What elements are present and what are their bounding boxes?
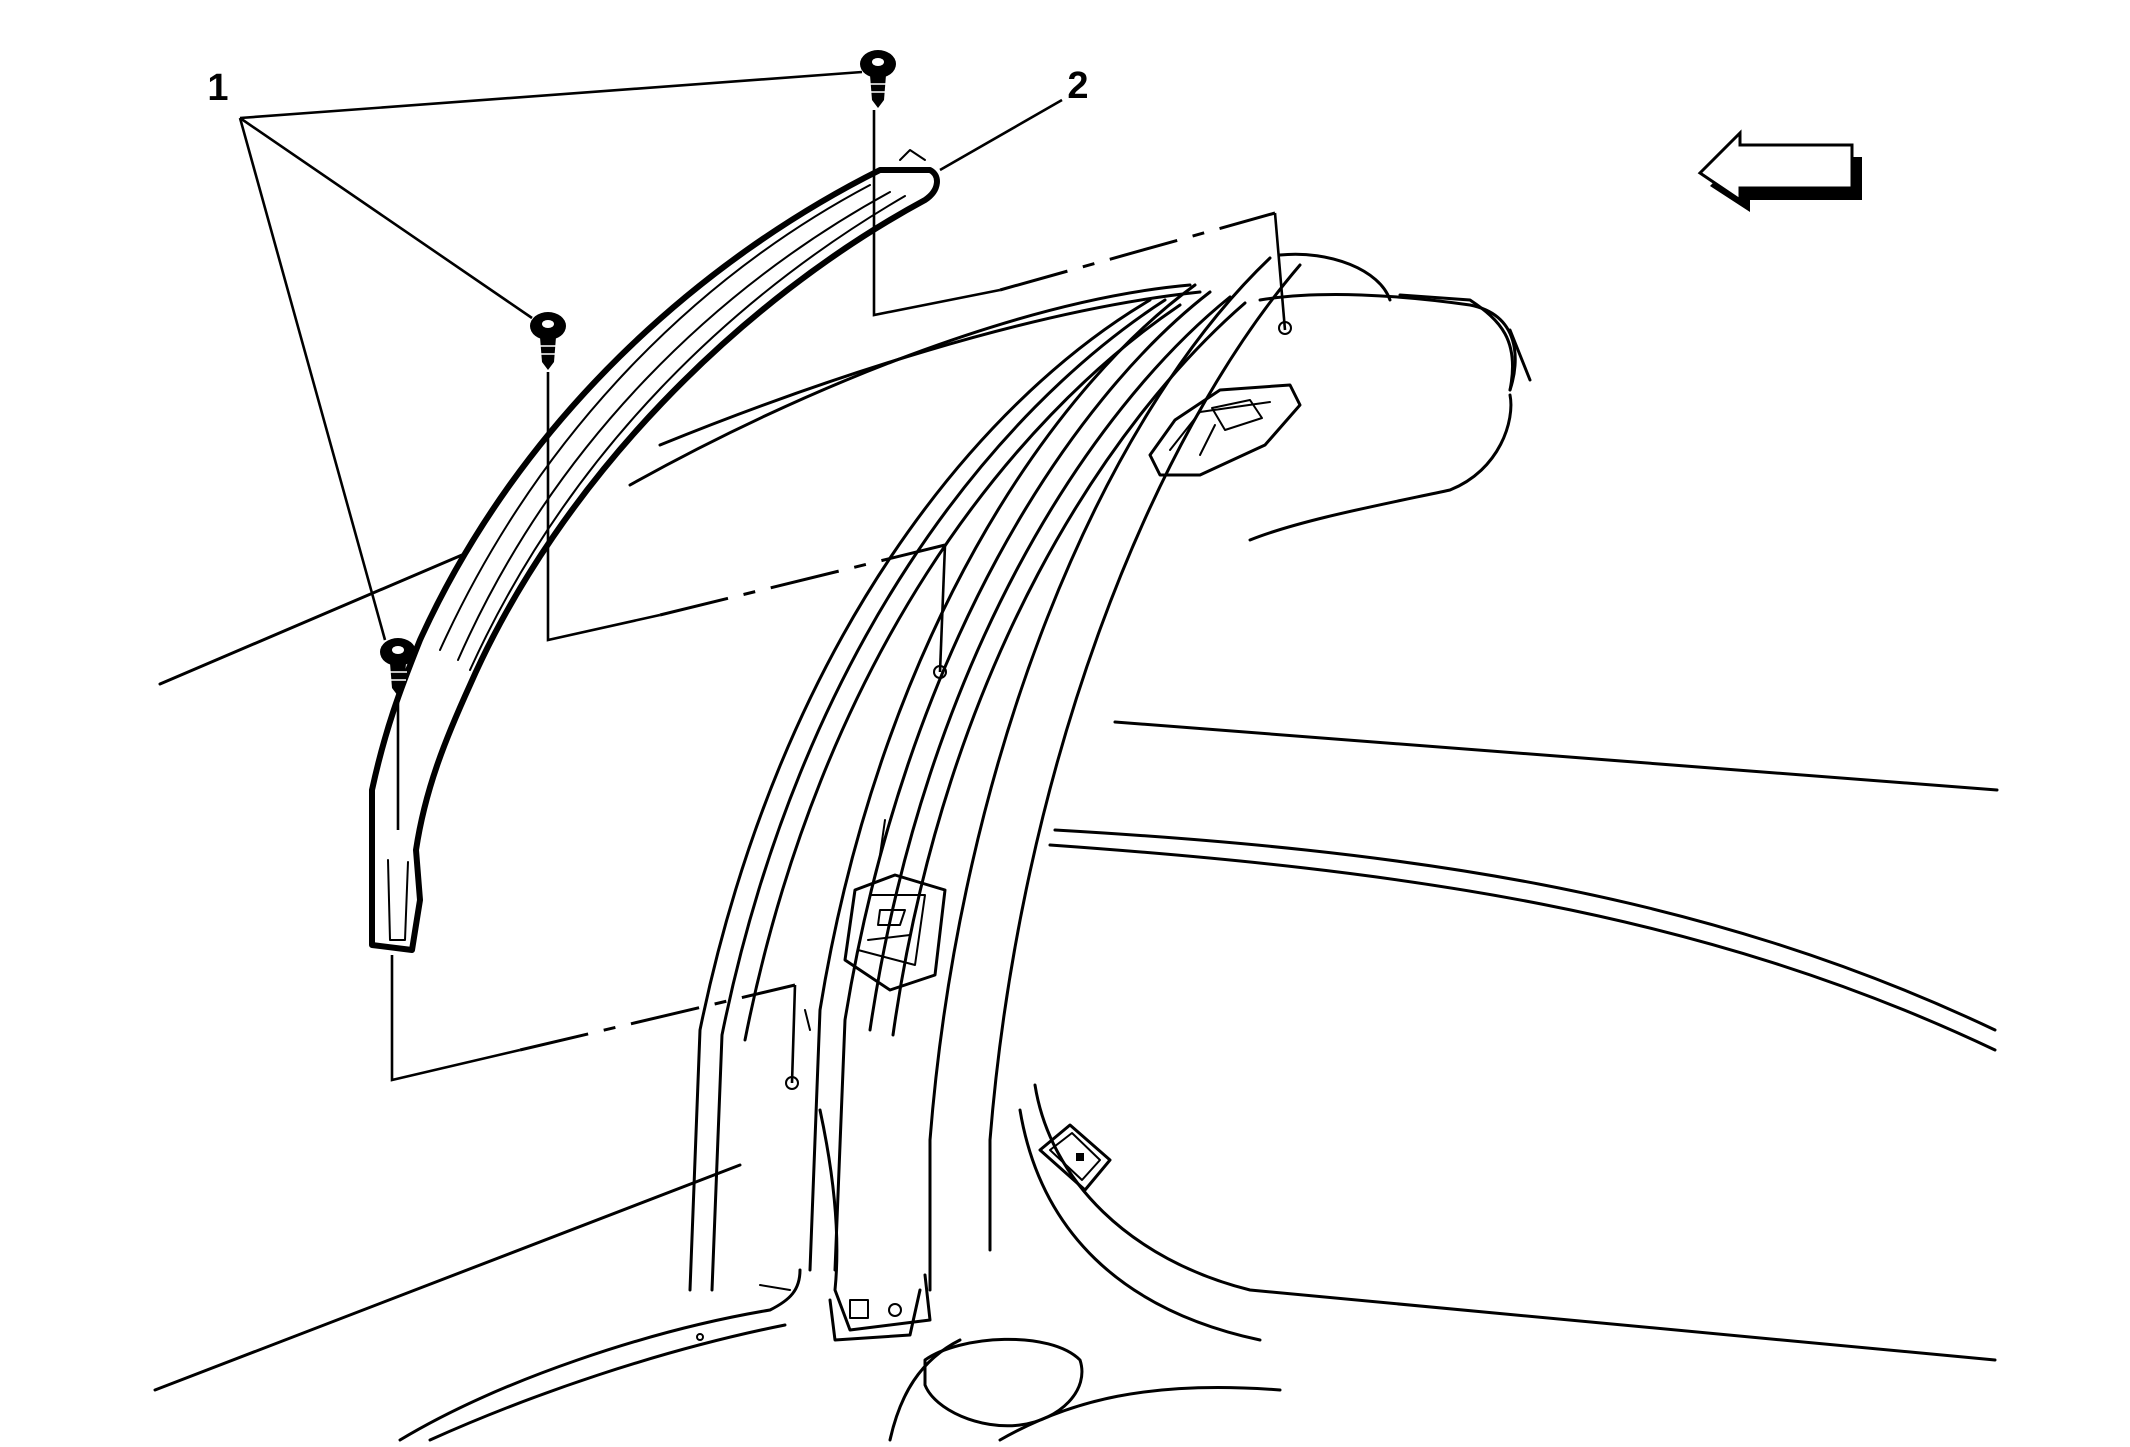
lower-bracket-slot <box>877 909 906 926</box>
molding-ridge-3 <box>469 195 906 671</box>
upper-centerline-c <box>1273 212 1287 331</box>
molding-tip <box>899 149 926 161</box>
lower-centerline-b <box>519 983 796 1052</box>
sill-mark <box>759 1284 791 1291</box>
upper-bracket-inner <box>1169 401 1271 451</box>
rail-left-1 <box>688 298 1152 1292</box>
lower-body-line <box>153 1163 742 1392</box>
lower-bracket <box>843 873 947 992</box>
molding-ridge-1 <box>439 184 871 651</box>
sill-dot <box>696 1333 704 1341</box>
upper-centerline-a <box>872 110 1001 317</box>
base-plate-hole-square <box>849 1299 869 1319</box>
rail-left-3 <box>743 303 1182 1042</box>
pillar-base <box>818 1108 932 1332</box>
shelf-top <box>1258 293 1517 392</box>
switch-button <box>1076 1153 1084 1161</box>
leader-1-to-low-screw <box>238 117 387 641</box>
deck-line-upper <box>1113 720 1999 792</box>
pillar-inner-curve <box>988 263 1302 1252</box>
switch-pod-inner <box>1049 1132 1101 1181</box>
pillar-detail-1 <box>879 819 886 856</box>
callout-label-2: 2 <box>1067 65 1088 107</box>
molding-outline <box>369 167 940 953</box>
screw-icon <box>530 312 566 370</box>
mid-centerline-b <box>659 543 946 617</box>
deck-line-mid-a <box>1053 828 1997 1032</box>
upper-bracket-mark <box>1199 424 1216 456</box>
installation-centerlines <box>390 110 1287 1084</box>
upper-centerline-b <box>999 211 1276 292</box>
door-trim-lower <box>998 1385 1282 1442</box>
shelf-side <box>1398 293 1515 392</box>
pillar-flange-3 <box>868 295 1232 1032</box>
vehicle-body-outline <box>153 252 1999 1442</box>
roof-rail-molding <box>369 149 940 953</box>
lower-centerline-c <box>790 984 797 1084</box>
speaker-grille <box>923 1337 1084 1428</box>
leader-1-to-top-screw <box>239 70 863 120</box>
base-plate <box>828 1288 922 1342</box>
screw-icon <box>860 50 896 108</box>
roof-edge-line <box>158 553 464 686</box>
rail-left-2 <box>710 298 1167 1292</box>
sill-curve-2 <box>428 1323 787 1442</box>
leader-1-to-mid-screw <box>239 116 533 320</box>
molding-end-slot <box>387 859 409 941</box>
lower-centerline-a <box>390 955 521 1082</box>
upper-bracket-slot <box>1211 399 1263 431</box>
shelf-top-corner <box>1278 252 1392 302</box>
shelf-edge <box>1508 328 1532 382</box>
leader-2-to-molding <box>939 98 1063 172</box>
base-plate-hole-round <box>888 1303 902 1317</box>
door-trim-left <box>888 1338 962 1442</box>
switch-pod <box>1038 1123 1112 1192</box>
pillar-detail-2 <box>804 1009 811 1031</box>
quarter-panel-lower <box>1033 1083 1997 1362</box>
molding-ridge-2 <box>457 191 891 661</box>
upper-bracket <box>1148 383 1302 477</box>
deck-line-mid-b <box>1048 843 1997 1052</box>
sill-curve-1 <box>398 1268 802 1442</box>
lower-bracket-mark <box>867 934 911 941</box>
callout-leaders <box>238 70 1063 641</box>
quarter-panel-lower-inner <box>1018 1108 1262 1342</box>
lower-bracket-inner <box>857 894 926 966</box>
pillar-outer-curve <box>928 256 1272 1292</box>
screw-icon <box>380 638 416 696</box>
headliner-edge-inner <box>658 290 1202 447</box>
callout-label-1: 1 <box>207 67 228 109</box>
shelf-underside <box>1248 393 1513 542</box>
mid-centerline-c <box>938 544 947 673</box>
mid-centerline-a <box>546 372 661 642</box>
left-arrow-icon <box>1697 129 1862 212</box>
